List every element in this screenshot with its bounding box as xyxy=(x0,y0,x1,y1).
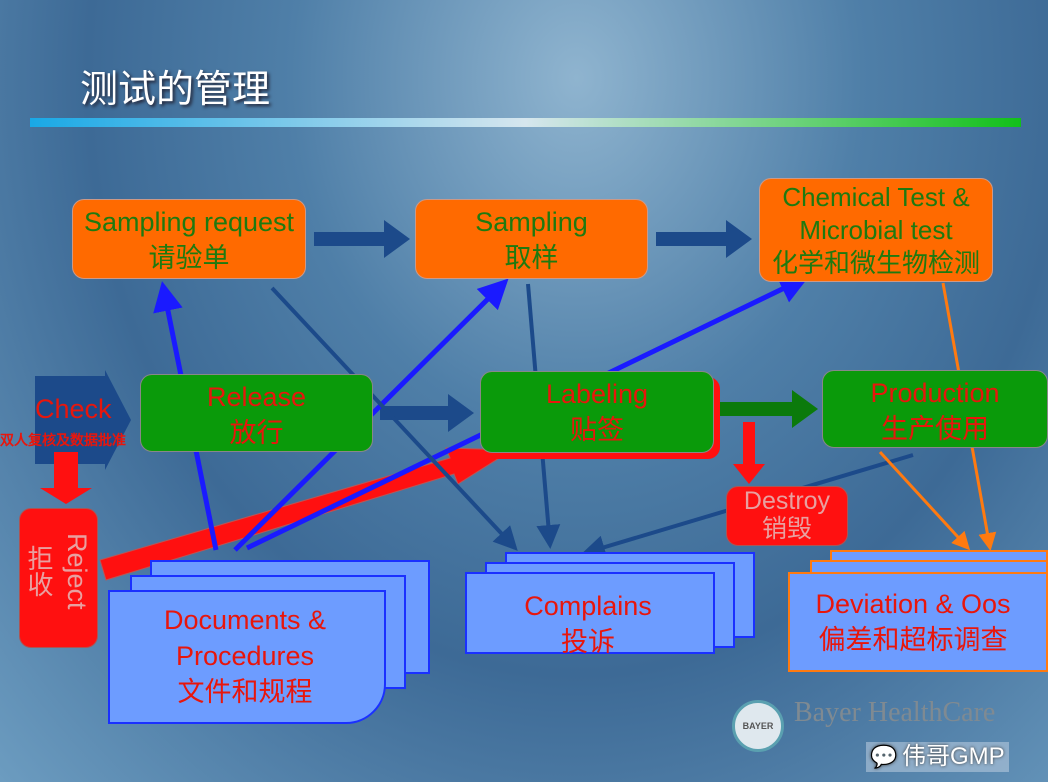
line-request-to-complains xyxy=(270,286,518,551)
node-label: Deviation & Oos xyxy=(815,589,1011,619)
node-label: Procedures xyxy=(175,641,315,671)
node-label: Chemical Test & xyxy=(782,182,970,212)
bayer-logo: BAYER xyxy=(732,700,784,752)
node-production: Production 生产使用 xyxy=(822,370,1048,448)
title-divider xyxy=(30,118,1021,127)
node-label-zh: 销毁 xyxy=(761,515,812,543)
node-chemical-test: Chemical Test & Microbial test 化学和微生物检测 xyxy=(759,178,993,282)
company-name: Bayer HealthCare xyxy=(794,697,996,728)
node-label-zh: 生产使用 xyxy=(881,414,989,444)
node-labeling: Labeling 贴签 xyxy=(480,371,714,453)
node-sampling-request: Sampling request 请验单 xyxy=(72,199,306,279)
watermark: 💬 伟哥GMP xyxy=(866,742,1009,772)
node-label-zh: 拒收 xyxy=(24,545,54,597)
node-sampling: Sampling 取样 xyxy=(415,199,648,279)
node-label-zh: 贴签 xyxy=(570,415,624,445)
node-label-zh: 取样 xyxy=(504,243,559,273)
arrow-sampling-to-test xyxy=(656,220,752,258)
check-label-zh: 双人复核及数据批准 xyxy=(0,432,126,448)
node-destroy: Destroy 销毁 xyxy=(726,486,848,546)
node-label: Documents & xyxy=(163,605,327,635)
watermark-text: 伟哥GMP xyxy=(902,743,1005,770)
logo-text: BAYER xyxy=(742,721,774,731)
node-label: Destroy xyxy=(743,487,831,515)
slide-title: 测试的管理 xyxy=(80,67,271,111)
node-label-zh: 化学和微生物检测 xyxy=(771,248,980,278)
arrow-request-to-sampling xyxy=(314,220,410,258)
node-label: Microbial test xyxy=(799,215,953,245)
check-label: Check xyxy=(35,394,112,424)
node-label: Sampling xyxy=(475,207,588,237)
node-release: Release 放行 xyxy=(140,374,373,452)
wechat-icon: 💬 xyxy=(870,744,898,769)
arrow-labeling-to-destroy xyxy=(733,422,765,484)
arrow-release-to-labeling xyxy=(380,394,474,432)
node-label-zh: 请验单 xyxy=(148,243,230,273)
arrow-labeling-to-production xyxy=(712,390,818,428)
node-label: Sampling request xyxy=(83,207,295,237)
node-label-zh: 文件和规程 xyxy=(177,677,313,707)
check-arrow xyxy=(35,370,131,470)
node-label: Production xyxy=(870,378,1000,408)
node-label: Complains xyxy=(524,591,652,621)
line-production-to-deviation xyxy=(878,450,971,551)
node-label-zh: 偏差和超标调查 xyxy=(818,625,1008,655)
node-label-zh: 放行 xyxy=(229,418,284,448)
node-label: Reject xyxy=(62,533,92,610)
node-label: Release xyxy=(206,382,307,412)
node-label-zh: 投诉 xyxy=(561,627,615,657)
node-label: Labeling xyxy=(545,379,649,409)
arrow-check-to-reject xyxy=(40,452,92,504)
node-reject: Reject 拒收 xyxy=(19,508,98,648)
